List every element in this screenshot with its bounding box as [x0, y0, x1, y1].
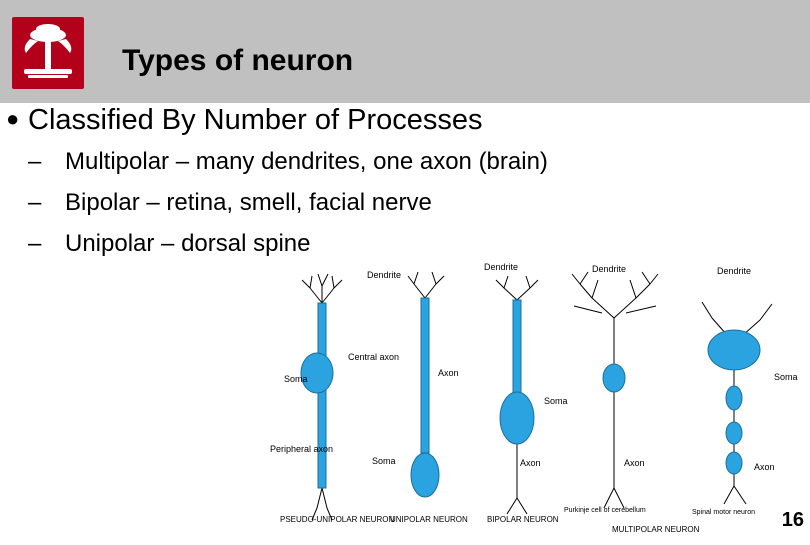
university-logo [12, 17, 84, 89]
sub-bullet-text: Unipolar – dorsal spine [65, 230, 311, 257]
neuron-soma [499, 391, 535, 445]
label-soma: Soma [372, 456, 396, 466]
neuron-soma [410, 452, 440, 498]
label-soma: Soma [544, 396, 568, 406]
caption-pseudo-unipolar: PSEUDO-UNIPOLAR NEURON [280, 515, 394, 524]
bullet-dot-icon: ● [6, 106, 20, 131]
neuron-soma [707, 329, 761, 371]
label-dendrite: Dendrite [484, 262, 518, 272]
sub-bullet-text: Bipolar – retina, smell, facial nerve [65, 189, 432, 216]
neuron-types-figure: Dendrite Dendrite Dendrite Dendrite Cent… [262, 258, 810, 540]
label-dendrite: Dendrite [367, 270, 401, 280]
main-bullet-text: Classified By Number of Processes [28, 104, 483, 136]
page-number: 16 [781, 509, 804, 531]
label-axon: Axon [754, 462, 775, 472]
label-soma: Soma [774, 372, 798, 382]
label-soma: Soma [284, 374, 308, 384]
caption-multipolar: MULTIPOLAR NEURON [612, 525, 700, 534]
neuron-process [725, 451, 743, 475]
label-peripheral-axon: Peripheral axon [270, 444, 333, 454]
dash-icon: – [28, 189, 42, 216]
slide-header: Types of neuron [0, 0, 810, 103]
neuron-process [317, 302, 327, 489]
neuron-process [420, 297, 430, 454]
sub-bullet-text: Multipolar – many dendrites, one axon (b… [65, 148, 548, 175]
neuron-process [725, 385, 743, 411]
dash-icon: – [28, 148, 42, 175]
label-axon: Axon [438, 368, 459, 378]
neuron-process [725, 421, 743, 445]
caption-bipolar: BIPOLAR NEURON [487, 515, 559, 524]
sub-bullet: –Unipolar – dorsal spine [28, 230, 310, 258]
neuron-soma [300, 352, 334, 394]
label-axon: Axon [520, 458, 541, 468]
neuron-soma [602, 363, 626, 393]
dash-icon: – [28, 230, 42, 257]
slide-title: Types of neuron [122, 44, 354, 77]
neuron-cell-bodies [300, 297, 761, 498]
neuron-process [512, 299, 522, 406]
label-axon: Axon [624, 458, 645, 468]
caption-unipolar: UNIPOLAR NEURON [390, 515, 468, 524]
label-spinal-motor: Spinal motor neuron [692, 509, 755, 516]
label-purkinje: Purkinje cell of cerebellum [564, 507, 646, 514]
main-bullet: ● Classified By Number of Processes [6, 104, 483, 137]
sub-bullet: –Bipolar – retina, smell, facial nerve [28, 189, 432, 217]
label-central-axon: Central axon [348, 352, 399, 362]
label-dendrite: Dendrite [717, 266, 751, 276]
label-dendrite: Dendrite [592, 264, 626, 274]
sub-bullet: –Multipolar – many dendrites, one axon (… [28, 148, 548, 176]
